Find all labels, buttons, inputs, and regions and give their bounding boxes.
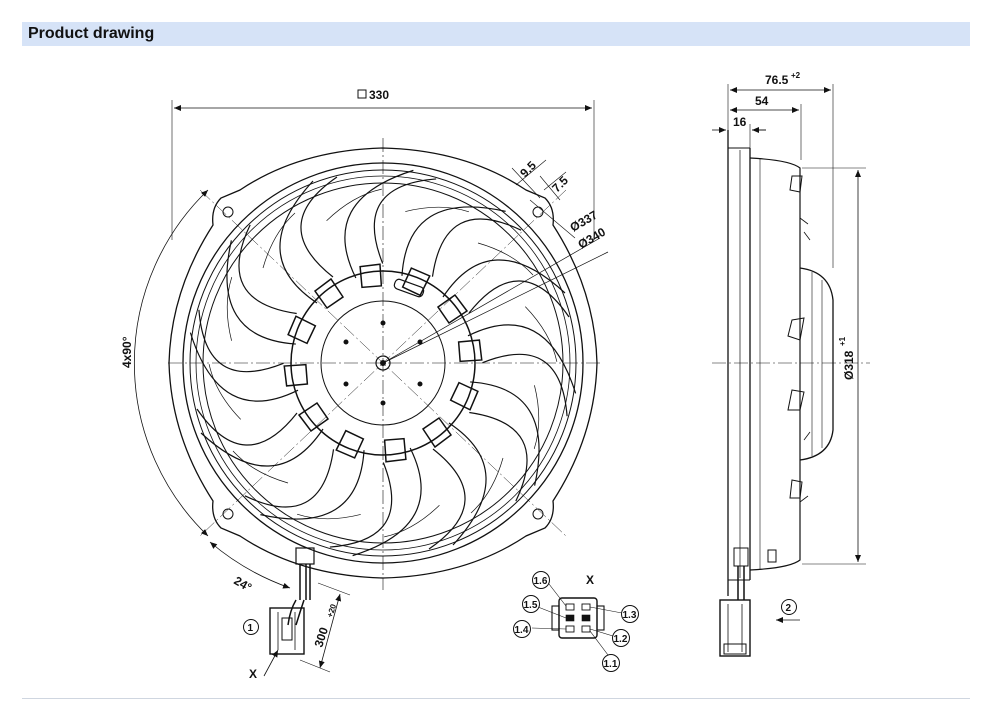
dim-depth-total-tol: +2 bbox=[791, 71, 801, 80]
impeller-blade bbox=[436, 242, 570, 325]
cable-connector bbox=[269, 607, 305, 655]
dim-dia-318-tol: +1 bbox=[838, 336, 847, 346]
dim-cable-length: 300 bbox=[312, 625, 332, 649]
impeller-blade bbox=[326, 169, 437, 289]
impeller-blade bbox=[329, 437, 440, 557]
section-header: Product drawing bbox=[22, 22, 970, 46]
svg-text:1.1: 1.1 bbox=[604, 659, 618, 670]
view-x-arrow-label: X bbox=[249, 667, 257, 681]
side-dim-labels: 76.5 +2 54 16 Ø318 +1 2 bbox=[733, 71, 856, 615]
front-dimensions bbox=[133, 100, 609, 677]
motor-bulge bbox=[799, 267, 834, 461]
callout-2-circle bbox=[781, 599, 797, 615]
front-view bbox=[168, 138, 600, 655]
impeller-blade bbox=[449, 381, 540, 502]
dim-dia-318: Ø318 bbox=[842, 350, 856, 380]
section-title: Product drawing bbox=[28, 25, 155, 42]
pin-1-2: 1.2 bbox=[612, 629, 630, 647]
svg-text:1.6: 1.6 bbox=[534, 576, 548, 587]
side-dimensions bbox=[712, 84, 866, 623]
dim-depth-16: 16 bbox=[733, 115, 747, 129]
mount-hole bbox=[532, 206, 544, 218]
svg-text:1.4: 1.4 bbox=[515, 625, 529, 636]
pin-1-5: 1.5 bbox=[522, 595, 540, 613]
svg-text:1.5: 1.5 bbox=[524, 600, 538, 611]
mount-hole bbox=[532, 508, 544, 520]
side-connector bbox=[719, 599, 751, 657]
mount-hole bbox=[222, 206, 234, 218]
impeller-blade bbox=[401, 206, 522, 297]
impeller-blade bbox=[196, 401, 330, 484]
hub-inner bbox=[320, 300, 446, 426]
dim-depth-total: 76.5 bbox=[765, 73, 789, 87]
impeller-blade bbox=[262, 176, 345, 310]
dim-angle-4x90: 4x90° bbox=[120, 336, 134, 368]
pin-1-1: 1.1 bbox=[602, 654, 620, 672]
pin-1-3: 1.3 bbox=[621, 605, 639, 623]
pin-1-6: 1.6 bbox=[532, 571, 550, 589]
detail-view-x-label: X bbox=[586, 573, 594, 587]
footer-divider bbox=[22, 698, 970, 699]
connector-detail bbox=[531, 583, 623, 656]
impeller-blade bbox=[421, 416, 504, 550]
dim-frame-square: 330 bbox=[369, 88, 389, 102]
dim-7-5: 7.5 bbox=[549, 173, 571, 195]
svg-text:1.2: 1.2 bbox=[614, 634, 628, 645]
mount-hole bbox=[222, 508, 234, 520]
callout-1-circle bbox=[243, 619, 259, 635]
dim-depth-54: 54 bbox=[755, 94, 769, 108]
pin-1-4: 1.4 bbox=[513, 620, 531, 638]
dim-cable-length-tol: +20 bbox=[325, 602, 338, 618]
impeller-blade bbox=[244, 429, 365, 520]
svg-text:1.3: 1.3 bbox=[623, 610, 637, 621]
side-view bbox=[712, 130, 870, 657]
hub-outer bbox=[290, 270, 476, 456]
callout-1: 1 bbox=[248, 623, 254, 634]
frame-outline bbox=[168, 147, 598, 579]
callout-2: 2 bbox=[786, 603, 792, 614]
impeller-blade bbox=[226, 224, 317, 345]
connector-pin-labels: X 1.6 1.5 1.4 1.3 1.2 1.1 bbox=[513, 571, 639, 672]
dim-angle-24: 24° bbox=[232, 573, 255, 594]
